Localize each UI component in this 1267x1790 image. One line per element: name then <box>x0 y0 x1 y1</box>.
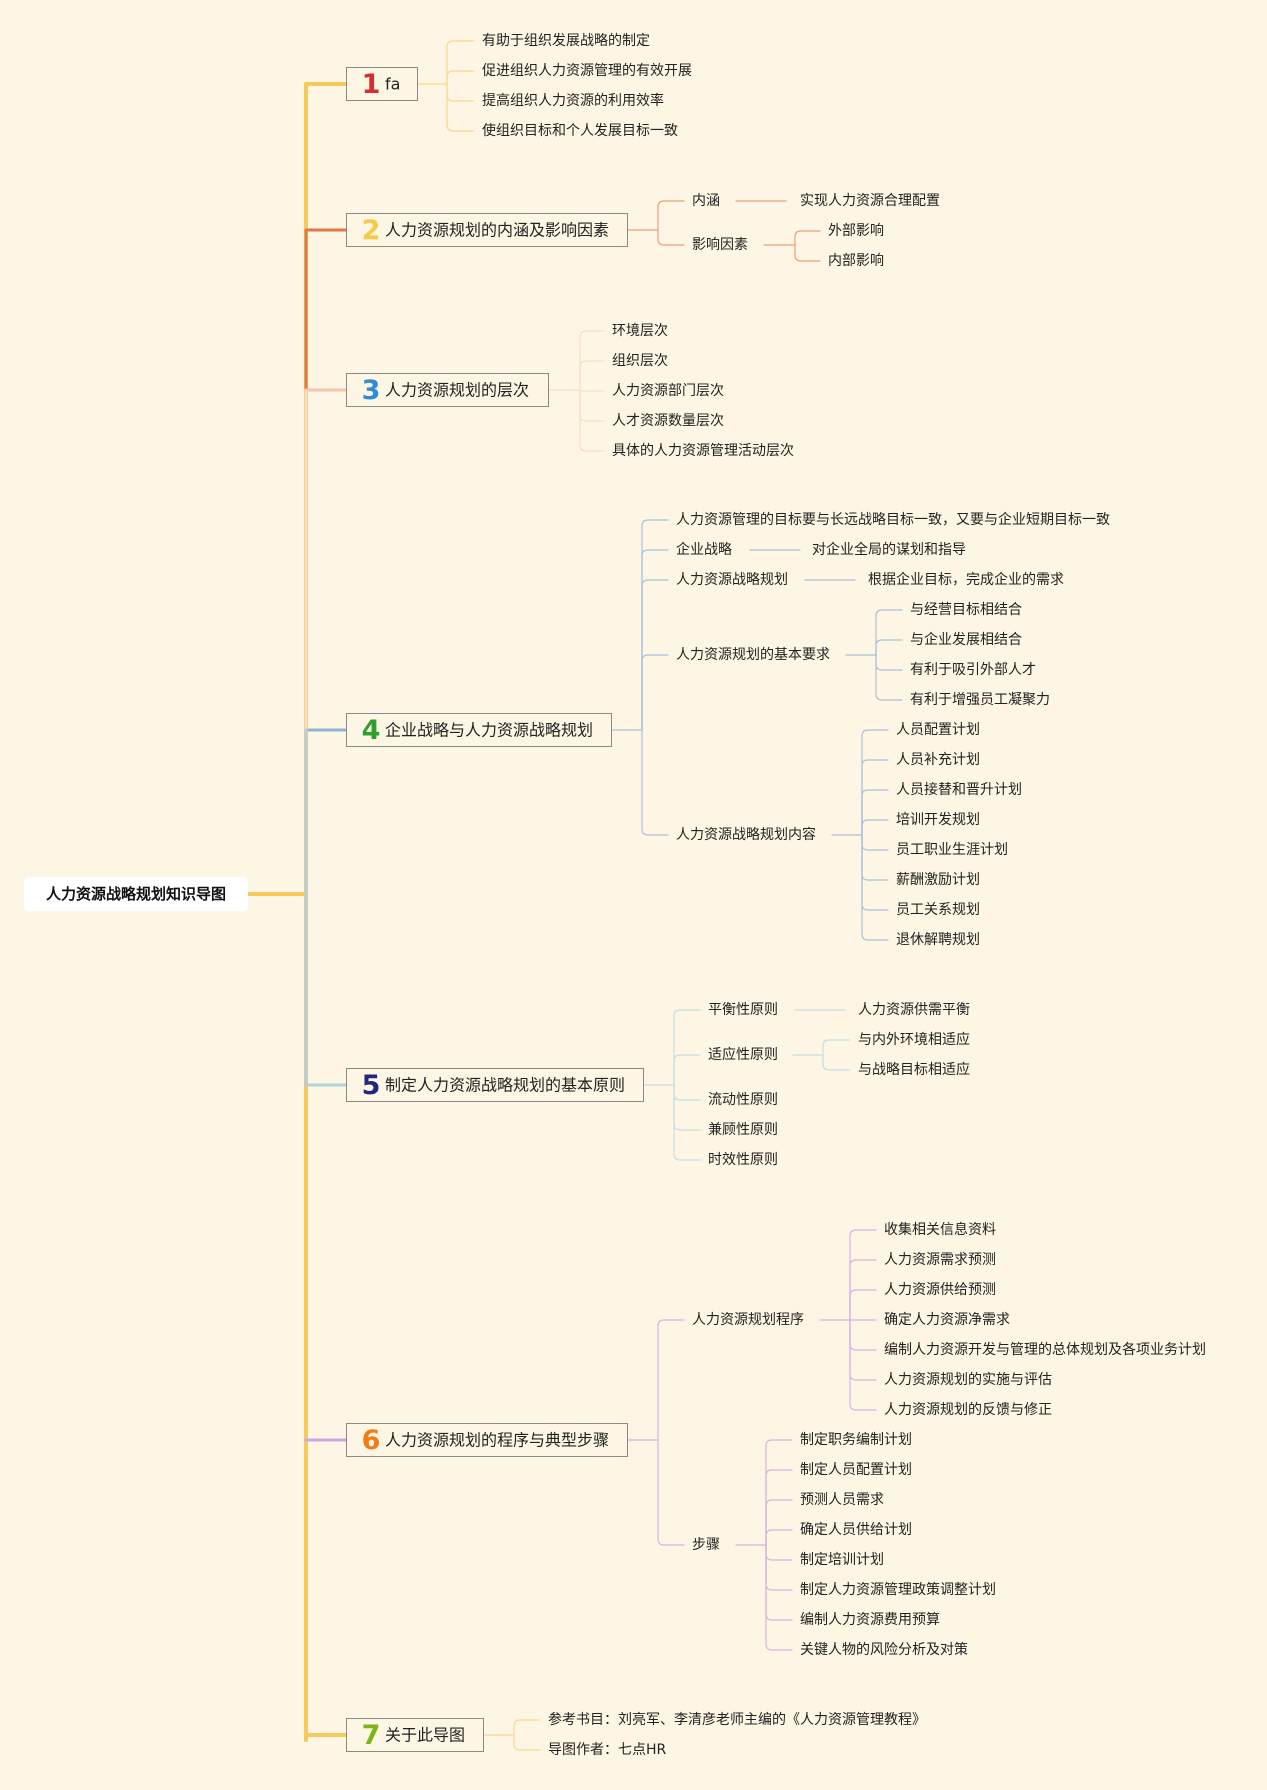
t4-hr-strategy-child[interactable]: 根据企业目标，完成企业的需求 <box>868 572 1064 588</box>
topic-label: 企业战略与人力资源战略规划 <box>385 720 594 740</box>
topic-number: 1 <box>361 68 381 100</box>
topic-label: 人力资源规划的程序与典型步骤 <box>385 1430 610 1450</box>
t1-item[interactable]: 提高组织人力资源的利用效率 <box>482 93 664 109</box>
t2-neihan-child[interactable]: 实现人力资源合理配置 <box>800 193 940 209</box>
t6-step-child[interactable]: 预测人员需求 <box>800 1492 884 1508</box>
t3-item[interactable]: 人力资源部门层次 <box>612 383 724 399</box>
t5-adapt[interactable]: 适应性原则 <box>708 1047 778 1063</box>
t7-item[interactable]: 导图作者：七点HR <box>548 1742 667 1758</box>
t6-proc-child[interactable]: 人力资源规划的实施与评估 <box>884 1372 1052 1388</box>
topic-label: 人力资源规划的层次 <box>385 380 530 400</box>
t4-content[interactable]: 人力资源战略规划内容 <box>676 827 816 843</box>
t5-other[interactable]: 流动性原则 <box>708 1092 778 1108</box>
t6-proc-child[interactable]: 人力资源规划的反馈与修正 <box>884 1402 1052 1418</box>
topic-number: 2 <box>361 214 381 246</box>
t6-proc-child[interactable]: 人力资源供给预测 <box>884 1282 996 1298</box>
t3-item[interactable]: 人才资源数量层次 <box>612 413 724 429</box>
topic-number: 5 <box>361 1069 381 1101</box>
topic-number: 6 <box>361 1424 381 1456</box>
topic-label: fa <box>385 74 401 94</box>
root-topic[interactable]: 人力资源战略规划知识导图 <box>24 877 248 911</box>
t4-hr-strategy[interactable]: 人力资源战略规划 <box>676 572 788 588</box>
topic-number: 3 <box>361 374 381 406</box>
t5-other[interactable]: 时效性原则 <box>708 1152 778 1168</box>
t6-step-child[interactable]: 制定职务编制计划 <box>800 1432 912 1448</box>
t6-step-child[interactable]: 制定人员配置计划 <box>800 1462 912 1478</box>
t6-step-child[interactable]: 关键人物的风险分析及对策 <box>800 1642 968 1658</box>
t3-item[interactable]: 环境层次 <box>612 323 668 339</box>
t6-step-child[interactable]: 制定培训计划 <box>800 1552 884 1568</box>
t3-item[interactable]: 具体的人力资源管理活动层次 <box>612 443 794 459</box>
t7-item[interactable]: 参考书目：刘亮军、李清彦老师主编的《人力资源管理教程》 <box>548 1712 926 1728</box>
t4-content-child[interactable]: 薪酬激励计划 <box>896 872 980 888</box>
t4-req-child[interactable]: 与经营目标相结合 <box>910 602 1022 618</box>
t5-balance[interactable]: 平衡性原则 <box>708 1002 778 1018</box>
t4-req[interactable]: 人力资源规划的基本要求 <box>676 647 830 663</box>
topic-label: 人力资源规划的内涵及影响因素 <box>385 220 610 240</box>
t6-proc-child[interactable]: 收集相关信息资料 <box>884 1222 996 1238</box>
t6-step-child[interactable]: 编制人力资源费用预算 <box>800 1612 940 1628</box>
t2-yingxiang-child[interactable]: 内部影响 <box>828 253 884 269</box>
t4-strategy-child[interactable]: 对企业全局的谋划和指导 <box>812 542 966 558</box>
t4-content-child[interactable]: 人员接替和晋升计划 <box>896 782 1022 798</box>
t6-proc-child[interactable]: 人力资源需求预测 <box>884 1252 996 1268</box>
t5-balance-child[interactable]: 人力资源供需平衡 <box>858 1002 970 1018</box>
t6-step-child[interactable]: 确定人员供给计划 <box>800 1522 912 1538</box>
topic-label: 关于此导图 <box>385 1725 466 1745</box>
t6-proc[interactable]: 人力资源规划程序 <box>692 1312 804 1328</box>
topic-number: 4 <box>361 714 381 746</box>
t4-content-child[interactable]: 员工关系规划 <box>896 902 980 918</box>
t4-content-child[interactable]: 员工职业生涯计划 <box>896 842 1008 858</box>
t6-step-child[interactable]: 制定人力资源管理政策调整计划 <box>800 1582 996 1598</box>
t4-req-child[interactable]: 有利于吸引外部人才 <box>910 662 1036 678</box>
t5-adapt-child[interactable]: 与战略目标相适应 <box>858 1062 970 1078</box>
t4-content-child[interactable]: 培训开发规划 <box>896 812 980 828</box>
t6-proc-child[interactable]: 编制人力资源开发与管理的总体规划及各项业务计划 <box>884 1342 1206 1358</box>
t4-content-child[interactable]: 人员补充计划 <box>896 752 980 768</box>
t4-content-child[interactable]: 退休解聘规划 <box>896 932 980 948</box>
t5-adapt-child[interactable]: 与内外环境相适应 <box>858 1032 970 1048</box>
t2-neihan[interactable]: 内涵 <box>692 193 720 209</box>
t4-strategy[interactable]: 企业战略 <box>676 542 732 558</box>
t4-req-child[interactable]: 与企业发展相结合 <box>910 632 1022 648</box>
t4-goal[interactable]: 人力资源管理的目标要与长远战略目标一致，又要与企业短期目标一致 <box>676 512 1110 528</box>
t2-yingxiang[interactable]: 影响因素 <box>692 237 748 253</box>
topic-number: 7 <box>361 1719 381 1751</box>
t3-item[interactable]: 组织层次 <box>612 353 668 369</box>
t6-proc-child[interactable]: 确定人力资源净需求 <box>884 1312 1010 1328</box>
t1-item[interactable]: 有助于组织发展战略的制定 <box>482 33 650 49</box>
t2-yingxiang-child[interactable]: 外部影响 <box>828 223 884 239</box>
t4-content-child[interactable]: 人员配置计划 <box>896 722 980 738</box>
t5-other[interactable]: 兼顾性原则 <box>708 1122 778 1138</box>
t1-item[interactable]: 促进组织人力资源管理的有效开展 <box>482 63 692 79</box>
t1-item[interactable]: 使组织目标和个人发展目标一致 <box>482 123 678 139</box>
t4-req-child[interactable]: 有利于增强员工凝聚力 <box>910 692 1050 708</box>
t6-steps[interactable]: 步骤 <box>692 1537 720 1553</box>
topic-label: 制定人力资源战略规划的基本原则 <box>385 1075 626 1095</box>
